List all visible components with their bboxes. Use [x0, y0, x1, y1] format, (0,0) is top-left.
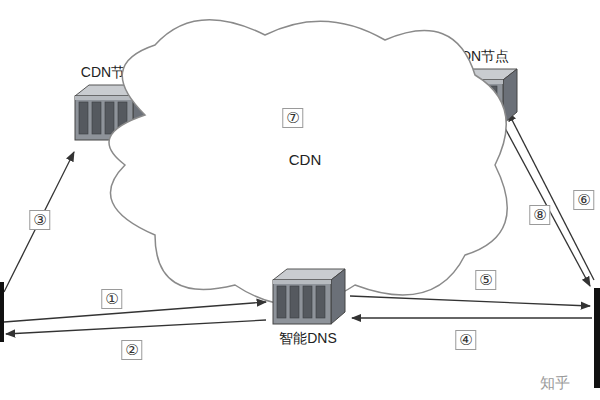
watermark: 知乎 — [540, 374, 570, 393]
request-arrow — [4, 152, 74, 292]
client-right — [594, 288, 600, 388]
request-arrow — [4, 302, 266, 322]
drive-bay — [303, 286, 312, 318]
callout-number: ⑦ — [282, 108, 303, 128]
callout-number: ④ — [455, 330, 476, 350]
server-node: 智能DNS — [258, 266, 358, 348]
callout-number: ① — [101, 289, 122, 309]
callout-number: ② — [121, 340, 142, 360]
server-side — [331, 269, 345, 324]
callout-number: ⑤ — [475, 270, 496, 290]
callout-number: ③ — [29, 210, 50, 230]
drive-bay — [316, 286, 325, 318]
cloud-label: CDN — [289, 151, 322, 169]
response-arrow — [6, 320, 266, 334]
callout-number: ⑥ — [573, 190, 594, 210]
drive-bay — [290, 286, 299, 318]
client-left — [0, 282, 4, 342]
drive-bay — [277, 286, 286, 318]
request-arrow — [352, 317, 592, 318]
node-label: 智能DNS — [279, 328, 337, 348]
server-front — [273, 280, 331, 324]
drive-bay — [79, 102, 88, 134]
server-bezel — [273, 280, 331, 284]
server-bezel — [75, 96, 133, 100]
response-arrow — [350, 296, 590, 306]
drive-bay — [92, 102, 101, 134]
callout-number: ⑧ — [529, 205, 550, 225]
server-icon — [267, 266, 349, 328]
drive-bay — [105, 102, 114, 134]
cloud-shape — [109, 20, 507, 305]
request-arrow — [508, 112, 594, 280]
